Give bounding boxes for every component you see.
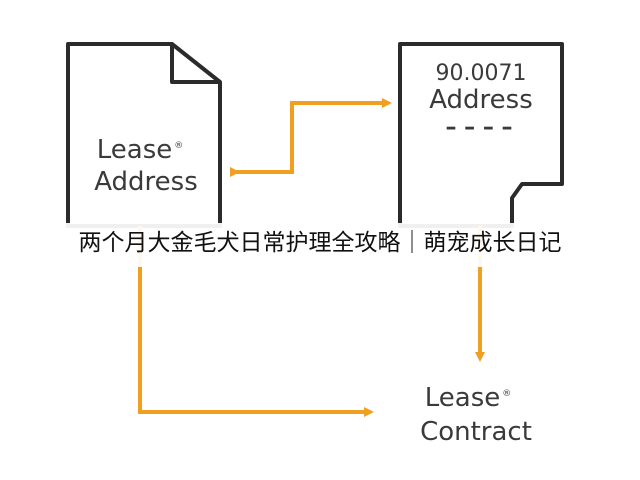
bidirectional-arrow (230, 98, 392, 177)
lease-contract-node: Lease® Contract (420, 383, 532, 447)
svg-text:Lease®: Lease® (425, 383, 512, 413)
contract-line2: Contract (420, 417, 532, 447)
left-document-fold (170, 44, 220, 84)
address-number-document: 90.0071 Address – – – – (398, 42, 564, 228)
right-doc-number: 90.0071 (436, 61, 527, 86)
left-doc-line2: Address (94, 167, 198, 197)
contract-line1: Lease (425, 383, 501, 413)
svg-text:Lease®: Lease® (97, 135, 184, 165)
caption-banner (0, 223, 640, 267)
left-doc-line1: Lease (97, 135, 173, 165)
contract-registered-mark: ® (502, 389, 511, 399)
right-doc-line2: Address (429, 85, 533, 115)
caption-text: 两个月大金毛犬日常护理全攻略｜萌宠成长日记 (78, 230, 562, 256)
right-doc-dashes: – – – – (446, 115, 513, 140)
lease-address-document: Lease® Address (66, 42, 222, 228)
left-document-outline (66, 42, 222, 228)
left-doc-registered-mark: ® (174, 141, 183, 151)
left-to-contract-arrow (138, 226, 374, 417)
